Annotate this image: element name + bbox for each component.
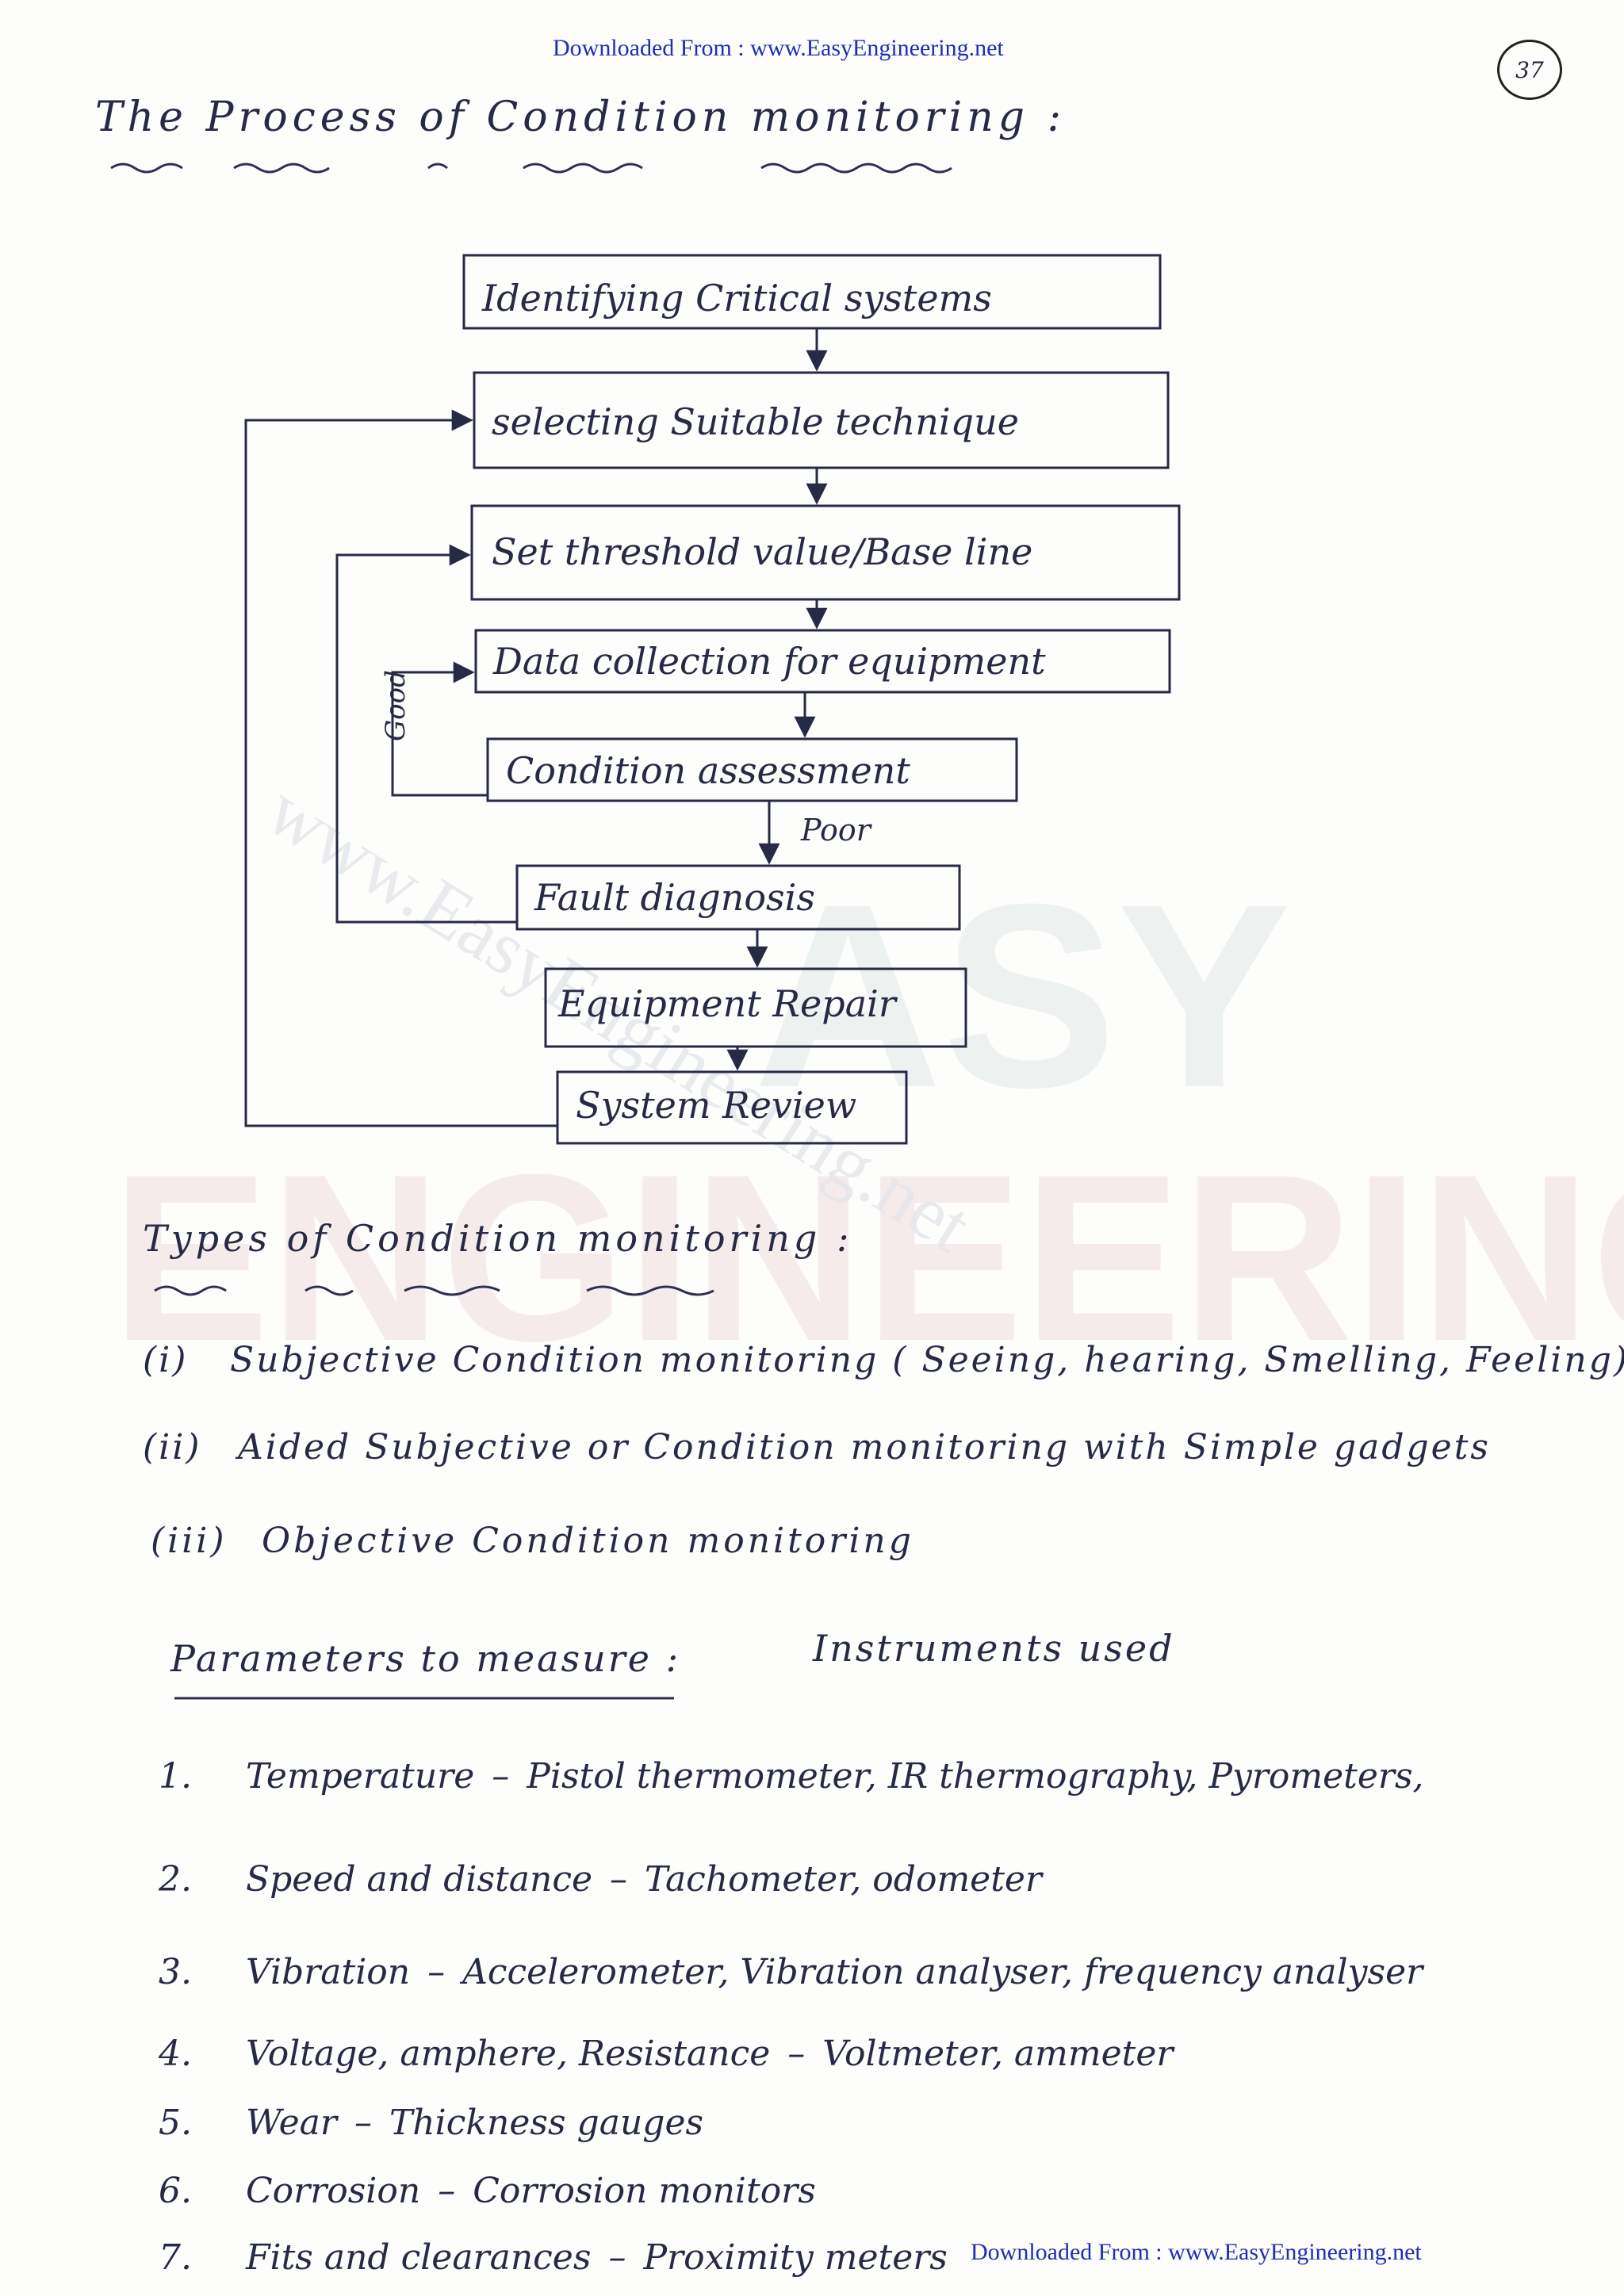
type-item-1-text: Subjective Condition monitoring ( Seeing… <box>230 1340 1624 1380</box>
parameter-number: 7. <box>159 2237 192 2278</box>
types-underline <box>154 1285 714 1296</box>
step-5-label: Condition assessment <box>506 749 910 792</box>
parameter-instruments: Tachometer, odometer <box>645 1859 1042 1900</box>
loop-diagnosis-to-threshold <box>335 544 517 924</box>
parameter-instruments: Accelerometer, Vibration analyser, frequ… <box>462 1952 1423 1992</box>
step-7-label: Equipment Repair <box>557 982 898 1025</box>
page-number: 37 <box>1497 40 1562 100</box>
parameter-name: Wear <box>246 2103 337 2143</box>
parameter-number: 2. <box>159 1859 192 1900</box>
parameter-number: 5. <box>159 2103 192 2143</box>
parameter-row: 6. Corrosion–Corrosion monitors <box>159 2171 816 2211</box>
dash-separator: – <box>787 2034 806 2074</box>
parameter-instruments: Corrosion monitors <box>473 2171 816 2211</box>
parameter-name: Vibration <box>246 1952 411 1992</box>
header-banner: Downloaded From : www.EasyEngineering.ne… <box>553 35 1004 61</box>
parameter-number: 4. <box>159 2034 192 2074</box>
parameter-row: 4. Voltage, amphere, Resistance–Voltmeter… <box>159 2034 1173 2074</box>
step-8-label: System Review <box>576 1084 856 1127</box>
parameter-row: 7. Fits and clearances–Proximity meters <box>159 2237 948 2278</box>
step-2-label: selecting Suitable technique <box>492 400 1019 443</box>
type-item-1: (i) Subjective Condition monitoring ( See… <box>143 1340 1624 1380</box>
box-selecting <box>473 371 1170 469</box>
dash-separator: – <box>610 1859 628 1900</box>
poor-label: Poor <box>800 813 873 848</box>
parameter-name: Corrosion <box>246 2171 421 2211</box>
step-1-label: Identifying Critical systems <box>481 277 992 320</box>
parameter-name: Voltage, amphere, Resistance <box>246 2034 771 2074</box>
type-item-3-text: Objective Condition monitoring <box>262 1521 914 1561</box>
box-threshold <box>470 504 1181 601</box>
type-item-2: (ii) Aided Subjective or Condition monito… <box>143 1427 1491 1468</box>
parameter-number: 1. <box>159 1756 192 1797</box>
parameter-name: Temperature <box>246 1756 475 1797</box>
instruments-heading: Instruments used <box>813 1627 1175 1670</box>
dash-separator: – <box>492 1756 510 1797</box>
parameter-instruments: Proximity meters <box>643 2237 948 2278</box>
parameter-instruments: Thickness gauges <box>389 2103 704 2143</box>
box-assessment <box>486 737 1018 802</box>
parameters-heading: Parameters to measure : <box>170 1637 681 1680</box>
title-underline <box>110 163 952 174</box>
step-6-label: Fault diagnosis <box>534 876 815 919</box>
parameter-row: 2. Speed and distance–Tachometer, odomete… <box>159 1859 1042 1900</box>
parameter-number: 6. <box>159 2171 192 2211</box>
loop-review-to-technique <box>244 409 557 1127</box>
condition-monitoring-flowchart: Identifying Critical systems selecting S… <box>244 254 1181 1145</box>
footer-banner: Downloaded From : www.EasyEngineering.ne… <box>971 2239 1422 2265</box>
box-identifying <box>462 254 1162 330</box>
box-fault-diagnosis <box>515 864 961 931</box>
type-item-3: (iii) Objective Condition monitoring <box>151 1521 914 1561</box>
step-4-label: Data collection for equipment <box>492 640 1046 683</box>
parameter-number: 3. <box>159 1952 192 1992</box>
good-label: Good <box>380 670 412 741</box>
type-item-3-marker: (iii) <box>151 1521 228 1561</box>
dash-separator: – <box>608 2237 626 2278</box>
dash-separator: – <box>427 1952 446 1992</box>
type-item-2-marker: (ii) <box>143 1427 202 1468</box>
dash-separator: – <box>438 2171 456 2211</box>
dash-separator: – <box>354 2103 372 2143</box>
loop-good-to-collection <box>391 661 488 797</box>
type-item-2-text: Aided Subjective or Condition monitoring… <box>238 1427 1491 1468</box>
page-title: The Process of Condition monitoring : <box>95 94 1067 141</box>
box-data-collection <box>474 629 1171 694</box>
parameter-instruments: Voltmeter, ammeter <box>822 2034 1174 2074</box>
parameters-underline <box>174 1697 674 1700</box>
parameter-row: 5. Wear–Thickness gauges <box>159 2103 703 2143</box>
parameter-row: 3. Vibration–Accelerometer, Vibration ana… <box>159 1952 1423 1992</box>
step-3-label: Set threshold value/Base line <box>492 530 1032 573</box>
parameter-instruments: Pistol thermometer, IR thermography, Pyr… <box>527 1756 1424 1797</box>
box-system-review <box>556 1070 908 1145</box>
parameter-name: Fits and clearances <box>246 2237 592 2278</box>
box-equipment-repair <box>544 967 967 1048</box>
parameter-name: Speed and distance <box>246 1859 593 1900</box>
types-heading: Types of Condition monitoring : <box>143 1217 853 1260</box>
parameter-row: 1. Temperature–Pistol thermometer, IR the… <box>159 1756 1424 1797</box>
type-item-1-marker: (i) <box>143 1340 189 1380</box>
